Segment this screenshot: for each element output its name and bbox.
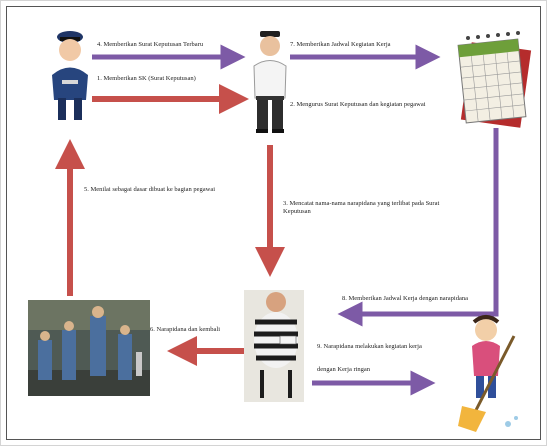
label-step2: 2. Mengurus Surat Keputusan dan kegiatan…: [290, 101, 426, 108]
label-step3: 3. Mencatat nama-nama narapidana yang te…: [283, 200, 440, 215]
arrow-step8: [337, 128, 499, 327]
label-step6: 6. Narapidana dan kembali: [150, 326, 221, 333]
inmates-group-photo: [28, 300, 150, 396]
calendar-icon: [457, 31, 532, 128]
security-guard-icon: [253, 31, 287, 133]
label-step1: 1. Memberikan SK (Surat Keputusan): [97, 75, 196, 82]
police-officer-icon: [52, 31, 88, 120]
label-step4: 4. Memberikan Surat Keputusan Terbaru: [97, 41, 204, 48]
label-step9: 9. Narapidana melakukan kegiatan kerja: [317, 343, 422, 350]
cleaner-sweeping-icon: [458, 315, 518, 432]
prisoner-icon: [244, 290, 304, 402]
label-step7: 7. Memberikan Jadwal Kegiatan Kerja: [290, 41, 391, 48]
label-step9b: dengan Kerja ringan: [317, 366, 371, 373]
label-step5: 5. Menilai sebagai dasar dibuat ke bagia…: [84, 186, 216, 193]
label-step8: 8. Memberikan Jadwal Kerja dengan narapi…: [342, 295, 468, 302]
